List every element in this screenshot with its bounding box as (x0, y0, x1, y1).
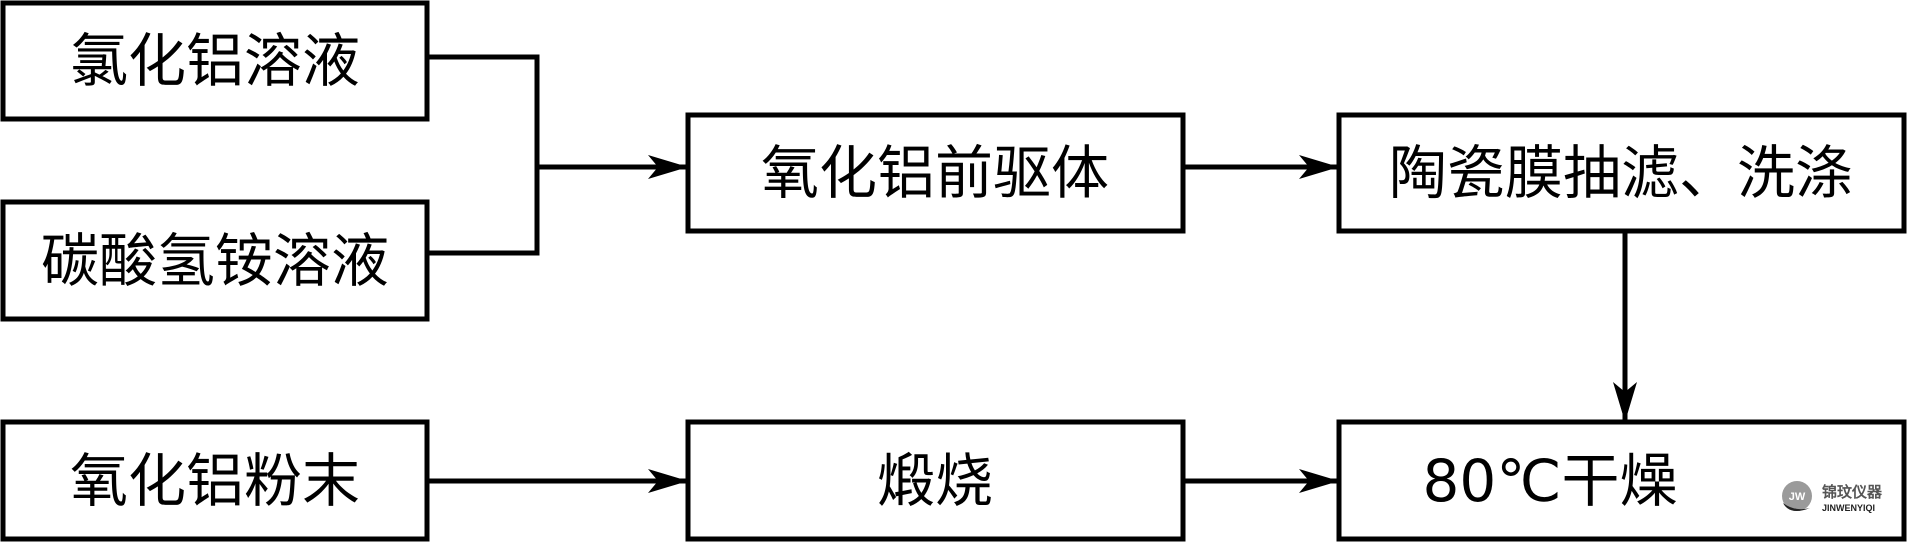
node-label: 80℃干燥 (1423, 447, 1678, 515)
node-calcination: 煅烧 (685, 419, 1186, 542)
logo-circle-icon (1782, 481, 1812, 511)
node-label: 氯化铝溶液 (70, 27, 360, 95)
node-label: 碳酸氢铵溶液 (41, 227, 389, 295)
node-alcl3-solution: 氯化铝溶液 (0, 0, 430, 122)
node-ceramic-filter-wash: 陶瓷膜抽滤、洗涤 (1336, 112, 1907, 234)
watermark-cn: 锦玟仪器 (1822, 483, 1883, 501)
node-label: 氧化铝粉末 (70, 447, 360, 515)
node-alumina-precursor: 氧化铝前驱体 (685, 112, 1186, 234)
logo-text: JW (1789, 491, 1806, 503)
node-nh4hco3-solution: 碳酸氢铵溶液 (0, 199, 430, 322)
watermark-en: JINWENYIQI (1822, 503, 1875, 513)
node-drying: 80℃干燥 (1336, 419, 1907, 542)
node-label: 陶瓷膜抽滤、洗涤 (1389, 139, 1853, 207)
merge-connector (427, 54, 540, 256)
node-alumina-powder: 氧化铝粉末 (0, 419, 430, 542)
node-label: 煅烧 (877, 447, 993, 515)
watermark-logo: JW 锦玟仪器 JINWENYIQI (1782, 481, 1883, 513)
node-label: 氧化铝前驱体 (761, 139, 1109, 207)
